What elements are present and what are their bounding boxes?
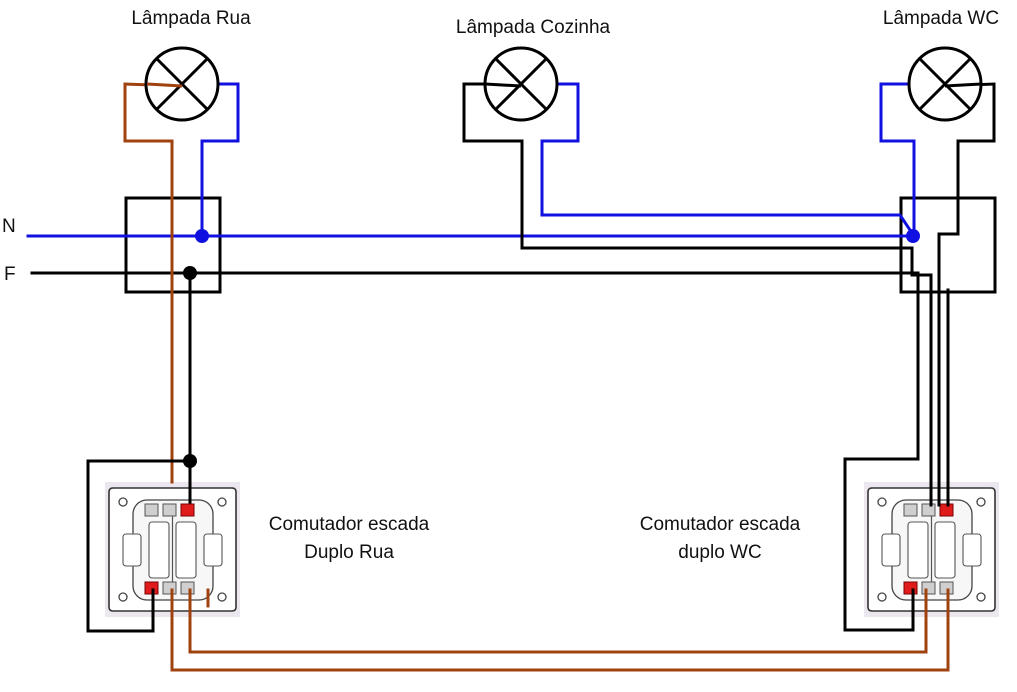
rocker-right: [934, 521, 956, 579]
mounting-hole-icon: [877, 592, 887, 602]
terminal-grey: [144, 503, 159, 517]
switch-label-rua-line2: Duplo Rua: [304, 542, 394, 563]
neutral-junction-dot-right: [906, 229, 920, 243]
terminal-grey: [162, 581, 177, 595]
side-clamp-right: [962, 533, 982, 567]
traveller-wire-1: [188, 588, 928, 654]
mounting-hole-icon: [877, 497, 887, 507]
lamp-label-cozinha: Lâmpada Cozinha: [456, 17, 611, 38]
lamp-label-wc: Lâmpada WC: [883, 8, 999, 29]
rocker-left: [907, 521, 929, 579]
switch-label-wc-line1: Comutador escada: [640, 514, 801, 535]
neutral-junction-dot-left: [195, 229, 209, 243]
traveller-wire-2: [170, 588, 950, 672]
rocker-right: [175, 521, 197, 579]
lamp-wc: [907, 46, 983, 122]
neutral-wire-lamp-rua: [200, 82, 240, 238]
phase-label: F: [4, 264, 16, 285]
side-clamp-right: [203, 533, 223, 567]
return-wire-lamp-cozinha: [462, 82, 933, 507]
terminal-grey: [180, 581, 195, 595]
side-clamp-left: [881, 533, 901, 567]
return-wire-lamp-wc: [937, 82, 996, 507]
switch-label-wc-line2: duplo WC: [678, 542, 761, 563]
lamp-label-rua: Lâmpada Rua: [131, 8, 251, 29]
phase-wire-main: [30, 271, 920, 632]
lamp-rua: [144, 46, 220, 122]
terminal-grey: [162, 503, 177, 517]
neutral-wire-lamp-wc: [879, 82, 916, 238]
mounting-hole-icon: [118, 592, 128, 602]
terminal-red: [180, 503, 195, 517]
lamp-cozinha: [483, 46, 559, 122]
terminal-grey: [921, 581, 936, 595]
terminal-red: [903, 581, 918, 595]
mounting-hole-icon: [217, 592, 227, 602]
side-clamp-left: [122, 533, 142, 567]
mounting-hole-icon: [976, 497, 986, 507]
neutral-label: N: [2, 216, 16, 237]
rocker-left: [148, 521, 170, 579]
terminal-grey: [921, 503, 936, 517]
phase-wire-switch-rua-loop: [86, 459, 192, 633]
mounting-hole-icon: [118, 497, 128, 507]
terminal-grey: [903, 503, 918, 517]
mounting-hole-icon: [217, 497, 227, 507]
phase-junction-dot-switch: [183, 454, 197, 468]
mounting-hole-icon: [976, 592, 986, 602]
switch-label-rua-line1: Comutador escada: [269, 514, 430, 535]
neutral-wire-lamp-cozinha: [540, 82, 917, 239]
return-wire-lamp-rua: [123, 82, 182, 484]
phase-junction-dot-box: [183, 266, 197, 280]
